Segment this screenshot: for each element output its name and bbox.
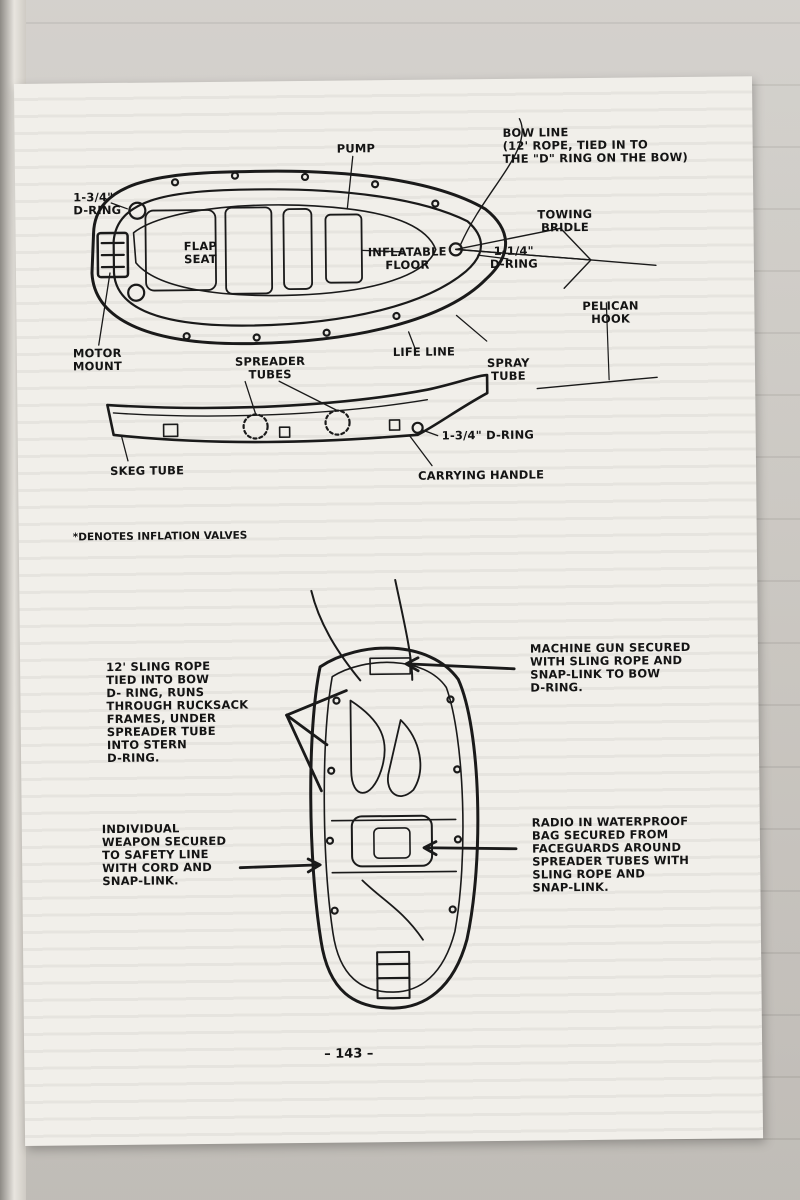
label-life-line: LIFE LINE	[392, 344, 456, 360]
label-spreader-tubes: SPREADER TUBES	[234, 353, 306, 382]
label-towing-bridle: TOWING BRIDLE	[537, 206, 593, 235]
page-number: – 143 –	[324, 1046, 374, 1062]
label-d-ring-bow: 1-1/4" D-RING	[489, 243, 538, 272]
label-spray-tube: SPRAY TUBE	[486, 355, 530, 384]
label-d-ring-side: 1-3/4" D-RING	[441, 427, 535, 443]
label-flap-seat: FLAP SEAT	[183, 238, 218, 267]
book-page: PUMP BOW LINE (12' ROPE, TIED IN TO THE …	[14, 76, 764, 1146]
label-skeg-tube: SKEG TUBE	[109, 463, 185, 479]
label-inflatable-floor: INFLATABLE FLOOR	[367, 244, 447, 273]
label-pump: PUMP	[336, 141, 376, 156]
top-boat-plan-view	[90, 118, 658, 390]
label-carrying-handle: CARRYING HANDLE	[418, 467, 545, 483]
label-machine-gun: MACHINE GUN SECURED WITH SLING ROPE AND …	[529, 639, 691, 695]
label-bow-line: BOW LINE (12' ROPE, TIED IN TO THE "D" R…	[502, 125, 688, 166]
label-sling-rope: 12' SLING ROPE TIED INTO BOW D- RING, RU…	[106, 658, 249, 766]
label-pelican-hook: PELICAN HOOK	[582, 298, 639, 326]
bottom-loaded-boat	[309, 579, 480, 1010]
boat-diagrams	[90, 118, 658, 1010]
label-d-ring-stern: 1-3/4" D-RING	[73, 189, 122, 218]
bottom-arrows	[238, 656, 518, 874]
inflation-valve-note: *DENOTES INFLATION VALVES	[72, 529, 248, 544]
label-radio: RADIO IN WATERPROOF BAG SECURED FROM FAC…	[531, 813, 690, 895]
top-leader-lines	[98, 155, 509, 467]
label-motor-mount: MOTOR MOUNT	[72, 345, 123, 374]
label-individual-weapon: INDIVIDUAL WEAPON SECURED TO SAFETY LINE…	[101, 821, 227, 889]
